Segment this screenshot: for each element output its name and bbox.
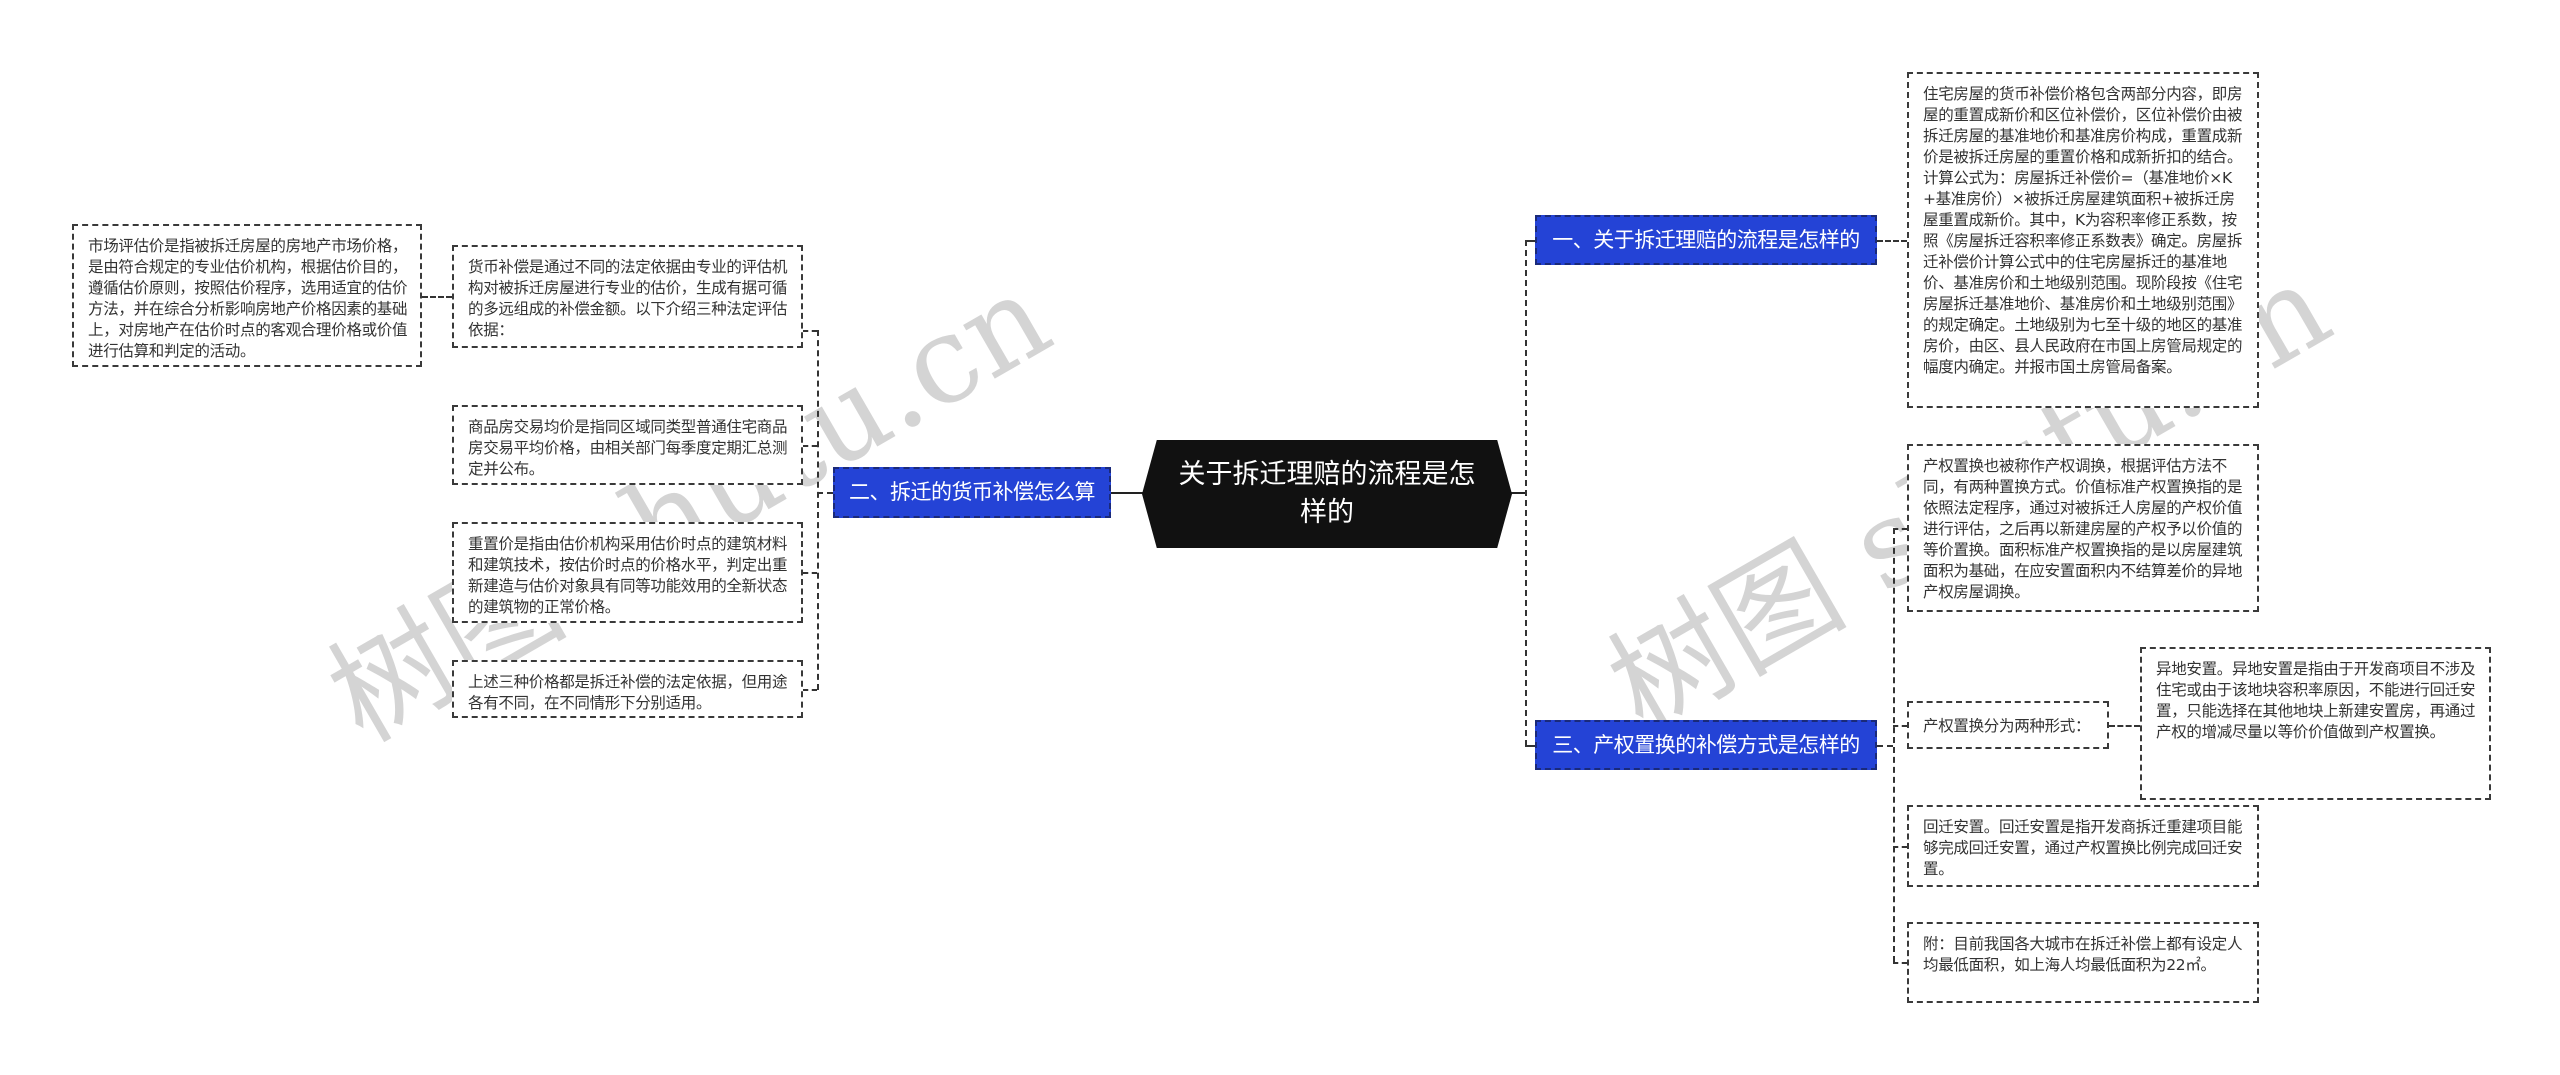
node-commercial-housing-average[interactable]: 商品房交易均价是指同区域同类型普通住宅商品房交易平均价格，由相关部门每季度定期汇… bbox=[452, 405, 803, 485]
branch-node-2[interactable]: 二、拆迁的货币补偿怎么算 bbox=[833, 467, 1111, 518]
connector-branch3-out bbox=[1877, 745, 1893, 747]
node-two-forms[interactable]: 产权置换分为两种形式： bbox=[1907, 701, 2109, 749]
connector-b2-c4 bbox=[803, 689, 817, 691]
connector-branch2-trunk bbox=[817, 330, 819, 690]
node-monetary-compensation-intro[interactable]: 货币补偿是通过不同的法定依据由专业的评估机构对被拆迁房屋进行专业的估价，生成有据… bbox=[452, 245, 803, 348]
connector-b3-c4 bbox=[1893, 962, 1907, 964]
connector-branch2-out bbox=[817, 492, 833, 494]
connector-trunk-branch1 bbox=[1525, 240, 1535, 242]
node-property-swap-definition[interactable]: 产权置换也被称作产权调换，根据评估方法不同，有两种置换方式。价值标准产权置换指的… bbox=[1907, 444, 2259, 612]
branch-node-3[interactable]: 三、产权置换的补偿方式是怎样的 bbox=[1535, 720, 1877, 770]
node-return-resettlement[interactable]: 回迁安置。回迁安置是指开发商拆迁重建项目能够完成回迁安置，通过产权置换比例完成回… bbox=[1907, 805, 2259, 887]
connector-b2-c1 bbox=[803, 330, 817, 332]
node-offsite-resettlement[interactable]: 异地安置。异地安置是指由于开发商项目不涉及住宅或由于该地块容积率原因，不能进行回… bbox=[2140, 647, 2491, 800]
root-node-label: 关于拆迁理赔的流程是怎样的 bbox=[1178, 459, 1476, 528]
connector-right-trunk bbox=[1525, 240, 1527, 746]
node-minimum-area-note[interactable]: 附：目前我国各大城市在拆迁补偿上都有设定人均最低面积，如上海人均最低面积为22㎡… bbox=[1907, 922, 2259, 1003]
connector-trunk-branch3 bbox=[1525, 745, 1535, 747]
connector-b2-c3 bbox=[803, 572, 817, 574]
connector-b2-c2 bbox=[803, 445, 817, 447]
root-node[interactable]: 关于拆迁理赔的流程是怎样的 bbox=[1142, 440, 1512, 548]
connector-branch3-trunk bbox=[1893, 528, 1895, 962]
node-housing-compensation-formula[interactable]: 住宅房屋的货币补偿价格包含两部分内容，即房屋的重置成新价和区位补偿价，区位补偿价… bbox=[1907, 72, 2259, 408]
branch-node-1[interactable]: 一、关于拆迁理赔的流程是怎样的 bbox=[1535, 215, 1877, 265]
connector-b3-c3 bbox=[1893, 846, 1907, 848]
connector-c1-grandchild bbox=[422, 296, 452, 298]
connector-b3-c2 bbox=[1893, 725, 1907, 727]
connector-root-left bbox=[1111, 492, 1143, 494]
node-market-valuation[interactable]: 市场评估价是指被拆迁房屋的房地产市场价格，是由符合规定的专业估价机构，根据估价目… bbox=[72, 224, 422, 367]
node-replacement-price[interactable]: 重置价是指由估价机构采用估价时点的建筑材料和建筑技术，按估价时点的价格水平，判定… bbox=[452, 522, 803, 623]
connector-c2-grandchild bbox=[2109, 725, 2140, 727]
connector-branch1-child bbox=[1877, 240, 1907, 242]
connector-root-right bbox=[1511, 492, 1526, 494]
node-three-prices-summary[interactable]: 上述三种价格都是拆迁补偿的法定依据，但用途各有不同，在不同情形下分别适用。 bbox=[452, 660, 803, 718]
connector-b3-c1 bbox=[1893, 528, 1907, 530]
